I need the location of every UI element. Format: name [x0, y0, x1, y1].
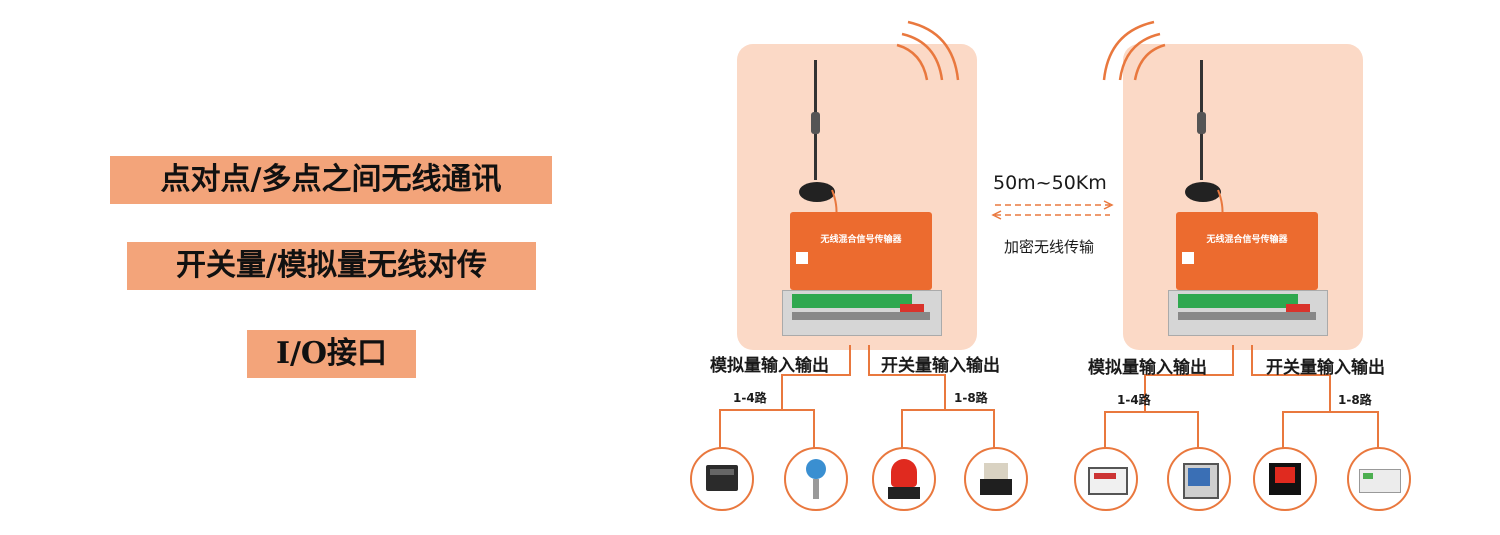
right-wiring	[1104, 345, 1379, 448]
left-wiring	[719, 345, 995, 448]
rocker-switch-icon	[1253, 447, 1317, 511]
pressure-sensor-icon	[784, 447, 848, 511]
left-switch-label: 开关量输入输出	[881, 356, 1000, 376]
right-analog-channels: 1-4路	[1117, 393, 1151, 407]
left-analog-channels: 1-4路	[733, 391, 767, 405]
right-transmitter-device: 无线混合信号传输器	[1168, 212, 1328, 342]
left-analog-label: 模拟量输入输出	[710, 356, 829, 376]
relay-icon	[964, 447, 1028, 511]
wireless-link-arrows	[995, 204, 1110, 216]
panel-meter-icon	[690, 447, 754, 511]
right-signal-icon	[1102, 20, 1166, 81]
feature-switch-analog: 开关量/模拟量无线对传	[127, 242, 536, 290]
left-signal-icon	[896, 20, 960, 81]
feature-io-interface: I/O接口	[247, 330, 416, 378]
left-switch-channels: 1-8路	[954, 391, 988, 405]
digital-meter-icon	[1074, 447, 1138, 511]
right-device-title: 无线混合信号传输器	[1206, 235, 1288, 245]
feature-p2p-wireless: 点对点/多点之间无线通讯	[110, 156, 552, 204]
link-description: 加密无线传输	[1004, 238, 1095, 256]
paperless-recorder-icon	[1167, 447, 1231, 511]
plc-module-icon	[1347, 447, 1411, 511]
left-device-title: 无线混合信号传输器	[820, 235, 902, 245]
link-distance: 50m~50Km	[993, 172, 1107, 194]
right-analog-label: 模拟量输入输出	[1088, 358, 1207, 378]
right-switch-channels: 1-8路	[1338, 393, 1372, 407]
right-antenna-icon	[1185, 60, 1224, 219]
left-transmitter-device: 无线混合信号传输器	[782, 212, 942, 342]
right-switch-label: 开关量输入输出	[1266, 358, 1385, 378]
alarm-light-icon	[872, 447, 936, 511]
left-antenna-icon	[799, 60, 838, 219]
